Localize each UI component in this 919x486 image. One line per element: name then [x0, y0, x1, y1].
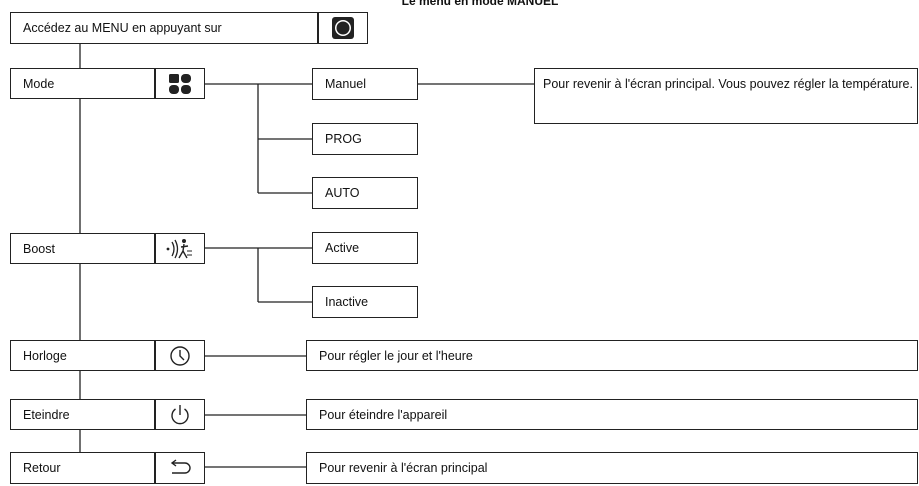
retour-icon-cell [155, 452, 205, 484]
eteindre-description: Pour éteindre l'appareil [319, 407, 448, 422]
diagram-title: Le menu en mode MANUEL [401, 0, 559, 8]
option-label: Active [325, 241, 360, 255]
menu-item-mode[interactable]: Mode [10, 68, 155, 99]
option-manuel[interactable]: Manuel [312, 68, 418, 100]
option-label: Manuel [325, 77, 366, 91]
menu-item-label: Boost [23, 241, 55, 256]
manuel-note-box: Pour revenir à l'écran principal. Vous p… [534, 68, 918, 124]
option-label: Inactive [325, 295, 369, 309]
retour-description-box: Pour revenir à l'écran principal [306, 452, 918, 484]
option-inactive[interactable]: Inactive [312, 286, 418, 318]
option-label: PROG [325, 132, 362, 146]
option-prog[interactable]: PROG [312, 123, 418, 155]
horloge-icon-cell [155, 340, 205, 371]
menu-item-label: Horloge [23, 348, 67, 363]
option-auto[interactable]: AUTO [312, 177, 418, 209]
menu-item-horloge[interactable]: Horloge [10, 340, 155, 371]
boost-icon [166, 238, 192, 258]
menu-item-eteindre[interactable]: Eteindre [10, 399, 155, 430]
eteindre-description-box: Pour éteindre l'appareil [306, 399, 918, 430]
eteindre-icon-cell [155, 399, 205, 430]
return-arrow-icon [170, 459, 191, 474]
manuel-note-text: Pour revenir à l'écran principal. Vous p… [543, 77, 913, 91]
mode-icon-cell [155, 68, 205, 99]
retour-description: Pour revenir à l'écran principal [319, 461, 488, 475]
menu-access-box: Accédez au MENU en appuyant sur [10, 12, 318, 44]
horloge-description: Pour régler le jour et l'heure [319, 348, 473, 363]
clock-icon [170, 345, 190, 366]
horloge-description-box: Pour régler le jour et l'heure [306, 340, 918, 371]
menu-item-boost[interactable]: Boost [10, 233, 155, 264]
option-active[interactable]: Active [312, 232, 418, 264]
menu-item-label: Mode [23, 76, 55, 91]
power-icon [171, 404, 189, 424]
menu-item-label: Eteindre [23, 407, 70, 422]
circle-button-icon [332, 17, 354, 39]
four-squares-icon [169, 73, 191, 94]
menu-button-cell[interactable] [318, 12, 368, 44]
option-label: AUTO [325, 186, 360, 200]
menu-item-label: Retour [23, 461, 61, 475]
menu-item-retour[interactable]: Retour [10, 452, 155, 484]
boost-icon-cell [155, 233, 205, 264]
menu-access-label: Accédez au MENU en appuyant sur [23, 21, 222, 35]
